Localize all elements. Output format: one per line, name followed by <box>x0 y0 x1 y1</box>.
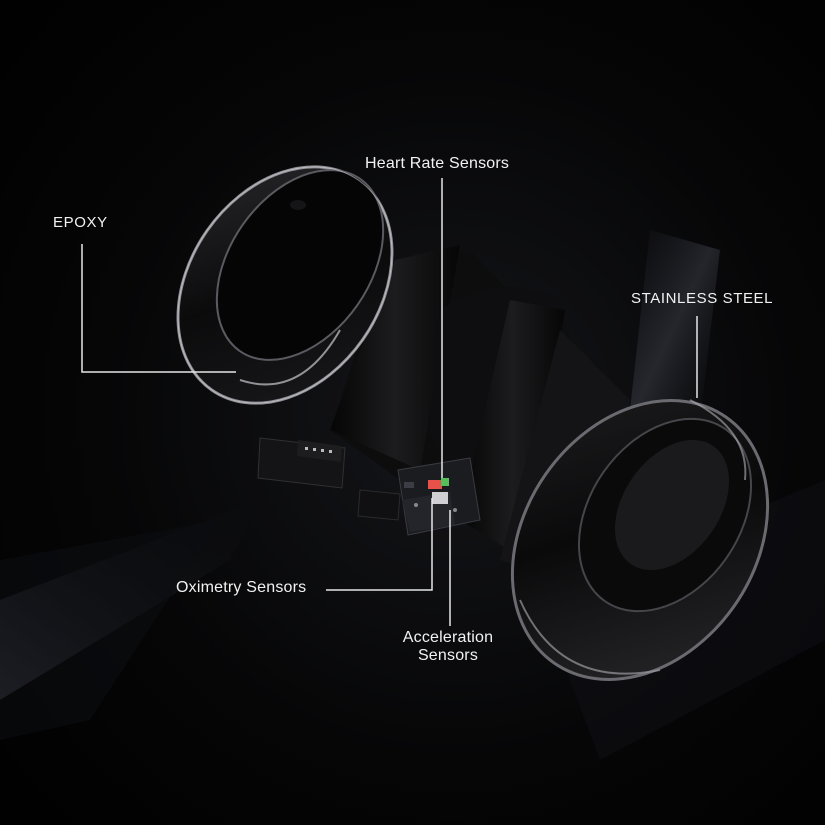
label-epoxy: EPOXY <box>53 214 108 231</box>
sensor-led-green <box>441 478 449 486</box>
leader-line-oximetry <box>326 498 433 591</box>
label-oximetry-sensors: Oximetry Sensors <box>176 579 307 596</box>
label-acceleration-line1: Acceleration <box>402 629 494 646</box>
light-plane-lower-left <box>0 520 220 740</box>
sensor-led-red <box>428 480 442 489</box>
epoxy-ring <box>176 165 394 405</box>
accelerometer-chip <box>432 492 448 504</box>
flex-circuit-strip <box>257 437 401 521</box>
label-acceleration-sensors: Acceleration Sensors <box>382 629 514 665</box>
leader-lines <box>81 178 698 626</box>
stainless-steel-ring <box>510 399 770 681</box>
label-acceleration-line2: Sensors <box>417 647 479 664</box>
label-heart-rate-sensors: Heart Rate Sensors <box>365 155 510 172</box>
leader-line-epoxy <box>81 244 236 373</box>
sensor-board <box>397 457 481 536</box>
label-stainless-steel: STAINLESS STEEL <box>631 290 774 307</box>
